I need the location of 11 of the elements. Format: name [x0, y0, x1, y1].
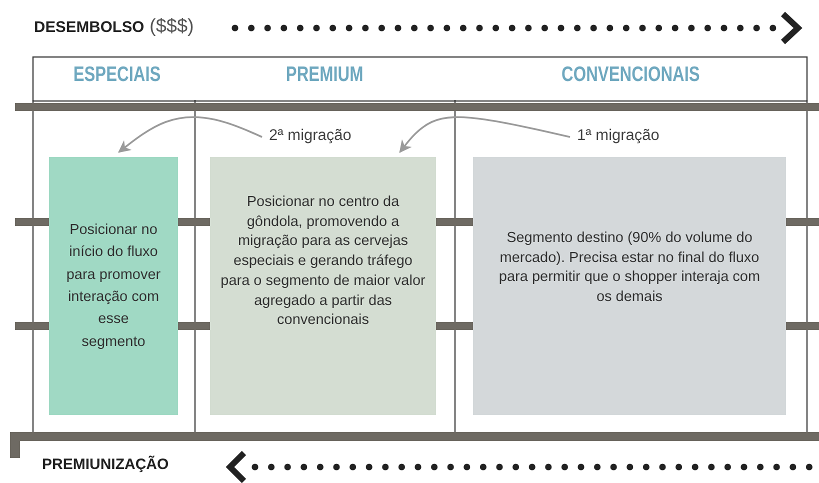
axis-title: DESEMBOLSO ($$$): [34, 16, 194, 38]
box-text: Posicionar no início do fluxo para promover interação com esse segmento: [65, 220, 162, 352]
axis-title: PREMIUNIZAÇÃO: [42, 456, 169, 473]
segment-box: [473, 157, 786, 415]
segment-box: [210, 157, 436, 415]
column-heading: CONVENCIONAIS: [560, 63, 702, 87]
column-heading: ESPECIAIS: [72, 63, 162, 87]
box-text: Segmento destino (90% do volume do mercado). Precisa estar no final do fluxo para permitir que o shopper interaja com os demais: [498, 229, 762, 308]
column-heading: PREMIUM: [285, 63, 365, 87]
segment-box: [49, 157, 178, 415]
box-text: Posicionar no centro da gôndola, promovendo a migração para as cervejas especiais e gerando tráfego para o segmento de maior valor agregado a partir das convencionais: [220, 193, 426, 330]
